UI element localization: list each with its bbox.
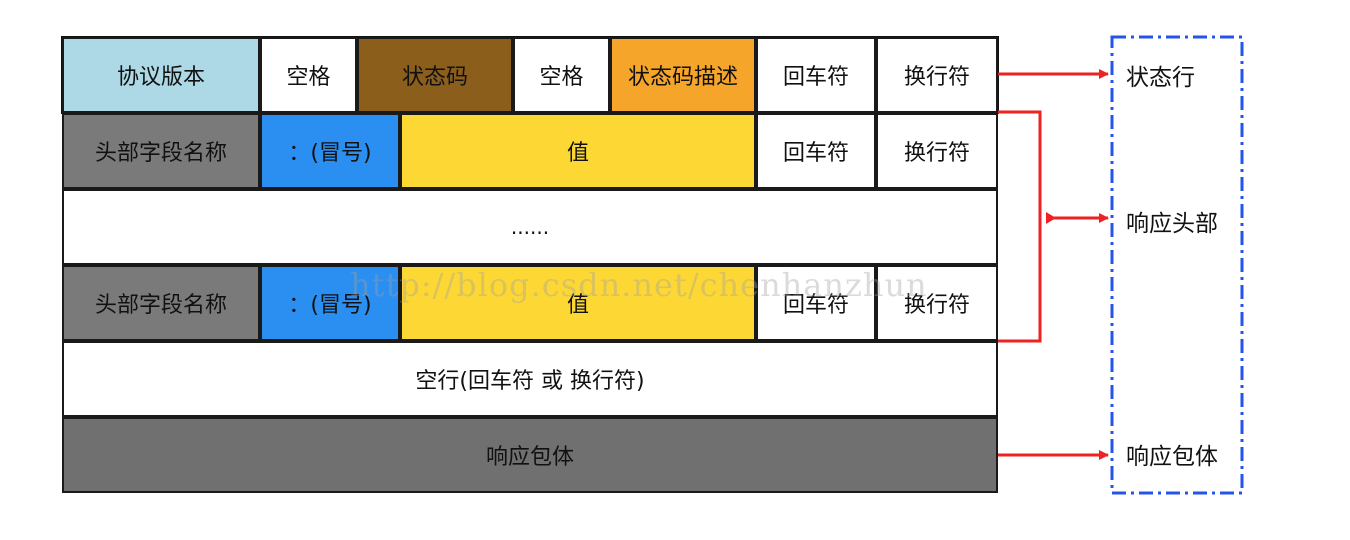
- header-line-feed-cell: 换行符: [876, 113, 998, 189]
- watermark-text: http://blog.csdn.net/chenhanzhun: [350, 266, 928, 304]
- space-cell-2: 空格: [513, 37, 610, 113]
- header-value-cell: 值: [400, 113, 756, 189]
- status-code-cell: 状态码: [357, 37, 513, 113]
- ellipsis-row: ......: [62, 189, 998, 265]
- header-carriage-return-cell: 回车符: [756, 113, 876, 189]
- header-line-feed-cell: 换行符: [876, 265, 998, 341]
- header-carriage-return-cell: 回车符: [756, 265, 876, 341]
- carriage-return-cell: 回车符: [756, 37, 876, 113]
- header-field-name-cell: 头部字段名称: [62, 265, 260, 341]
- status-description-cell: 状态码描述: [610, 37, 756, 113]
- headers-arrow-tail: [1046, 212, 1056, 224]
- headers-bracket: [998, 110, 1042, 343]
- body-label: 响应包体: [1126, 444, 1218, 470]
- header-colon-cell: ：(冒号): [260, 113, 400, 189]
- labels-dashed-box: [1110, 35, 1244, 495]
- headers-label: 响应头部: [1126, 211, 1218, 237]
- status-line-label: 状态行: [1126, 65, 1195, 91]
- space-cell-1: 空格: [260, 37, 357, 113]
- blank-line-row: 空行(回车符 或 换行符): [62, 341, 998, 417]
- header-colon-cell: ：(冒号): [260, 265, 400, 341]
- header-value-cell: 值: [400, 265, 756, 341]
- protocol-version-cell: 协议版本: [62, 37, 260, 113]
- line-feed-cell: 换行符: [876, 37, 998, 113]
- response-body-row: 响应包体: [62, 417, 998, 493]
- header-field-name-cell: 头部字段名称: [62, 113, 260, 189]
